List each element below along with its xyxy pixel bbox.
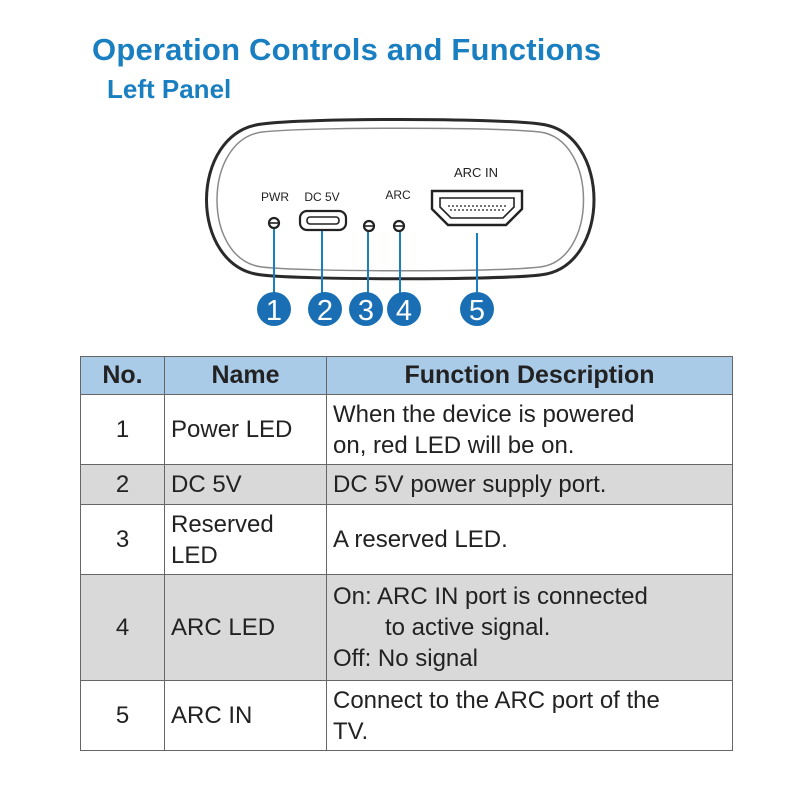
row-name-line: ARC IN	[171, 702, 253, 729]
leader-lines	[273, 229, 478, 294]
row-description: When the device is powered on, red LED w…	[326, 394, 733, 465]
header-name: Name	[164, 356, 327, 395]
row-name: DC 5V	[164, 464, 327, 505]
table-row: 5 ARC IN Connect to the ARC port of the …	[80, 680, 733, 751]
functions-table: No. Name Function Description 1 Power LE…	[80, 356, 733, 751]
row-description: A reserved LED.	[326, 504, 733, 575]
pwr-label: PWR	[261, 190, 289, 204]
header-no: No.	[80, 356, 165, 395]
row-name-line: Power LED	[171, 416, 293, 443]
row-description-line: on, red LED will be on.	[333, 431, 575, 459]
callout-2-number: 2	[317, 295, 333, 327]
table-row: 4 ARC LED On: ARC IN port is connected t…	[80, 574, 733, 681]
row-description-line: When the device is powered	[333, 400, 635, 428]
callout-4: 4	[387, 292, 421, 327]
row-name: Reserved LED	[164, 504, 327, 575]
callout-5: 5	[460, 292, 494, 327]
callout-5-number: 5	[469, 295, 485, 327]
header-function-description: Function Description	[326, 356, 733, 395]
row-number: 2	[80, 464, 165, 505]
row-name-line: ARC LED	[171, 614, 276, 641]
arc-in-label: ARC IN	[454, 165, 498, 180]
row-description-line: DC 5V power supply port.	[333, 471, 607, 498]
row-description: On: ARC IN port is connected to active s…	[326, 574, 733, 681]
device-inner-outline	[216, 127, 585, 272]
arc-label: ARC	[385, 188, 411, 202]
callout-3: 3	[349, 292, 383, 327]
row-number: 4	[80, 574, 165, 681]
callout-2: 2	[308, 292, 342, 327]
row-number: 5	[80, 680, 165, 751]
row-description-line: A reserved LED.	[333, 526, 508, 553]
row-description: DC 5V power supply port.	[326, 464, 733, 505]
callout-1: 1	[257, 292, 291, 327]
row-number: 3	[80, 504, 165, 575]
row-description-line: Connect to the ARC port of the	[333, 686, 660, 714]
pwr-led-icon	[267, 216, 281, 230]
page-title: Operation Controls and Functions	[92, 32, 602, 67]
table-header-row: No. Name Function Description	[80, 356, 733, 395]
row-number: 1	[80, 394, 165, 465]
row-name: ARC LED	[164, 574, 327, 681]
page-subtitle: Left Panel	[107, 74, 232, 104]
row-name-line: DC 5V	[171, 471, 242, 498]
callout-4-number: 4	[396, 295, 412, 327]
row-description-line: to active signal.	[385, 614, 551, 641]
micro-usb-port-icon	[298, 209, 348, 232]
row-description-line: TV.	[333, 717, 369, 745]
row-description: Connect to the ARC port of the TV.	[326, 680, 733, 751]
table-row: 2 DC 5V DC 5V power supply port.	[80, 464, 733, 505]
row-name: ARC IN	[164, 680, 327, 751]
reserved-led-icon	[362, 219, 376, 233]
row-description-line: On: ARC IN port is connected	[333, 583, 648, 610]
hdmi-port-icon	[430, 189, 524, 227]
left-panel-diagram: PWR DC 5V ARC ARC IN 1	[205, 118, 596, 327]
device-outline	[205, 118, 596, 281]
callout-1-number: 1	[266, 295, 282, 327]
table-row: 3 Reserved LED A reserved LED.	[80, 504, 733, 575]
row-name-line: Reserved	[171, 510, 274, 538]
arc-led-icon	[392, 219, 406, 233]
dc-label: DC 5V	[304, 190, 339, 204]
row-name-line: LED	[171, 541, 218, 569]
callout-3-number: 3	[358, 295, 374, 327]
row-description-line: Off: No signal	[333, 645, 478, 672]
table-row: 1 Power LED When the device is powered o…	[80, 394, 733, 465]
row-name: Power LED	[164, 394, 327, 465]
